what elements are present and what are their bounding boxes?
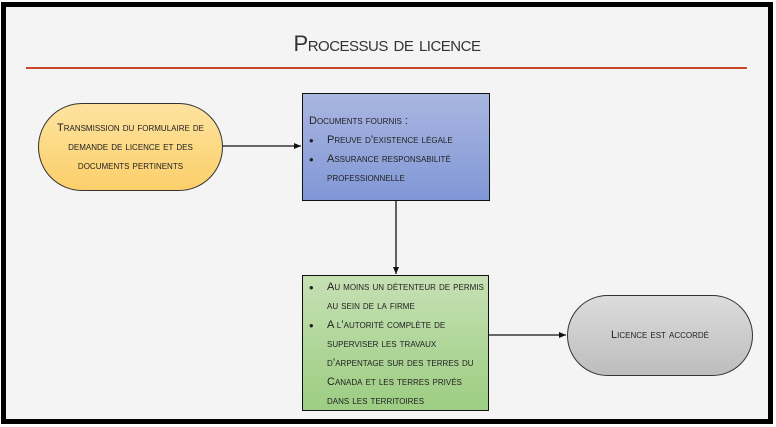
requirements-item: A l’autorité complète de superviser les … [309,316,484,411]
documents-list: Preuve d’existence légale Assurance resp… [309,131,483,188]
requirements-item: Au moins un détenteur de permis au sein … [309,278,484,316]
start-node-text: Transmission du formulaire de demande de… [56,121,204,172]
documents-node: Documents fournis : Preuve d’existence l… [302,93,490,201]
title-underline [26,67,747,69]
requirements-list: Au moins un détenteur de permis au sein … [309,278,484,411]
end-node-text: Licence est accordé [610,329,710,341]
documents-item: Preuve d’existence légale [309,131,483,150]
end-node: Licence est accordé [567,295,753,376]
page-title: Processus de licence [293,31,481,56]
start-node: Transmission du formulaire de demande de… [38,103,223,191]
documents-item: Assurance responsabilité professionnelle [309,150,483,188]
documents-heading: Documents fournis : [309,115,408,127]
requirements-node: Au moins un détenteur de permis au sein … [302,275,489,411]
